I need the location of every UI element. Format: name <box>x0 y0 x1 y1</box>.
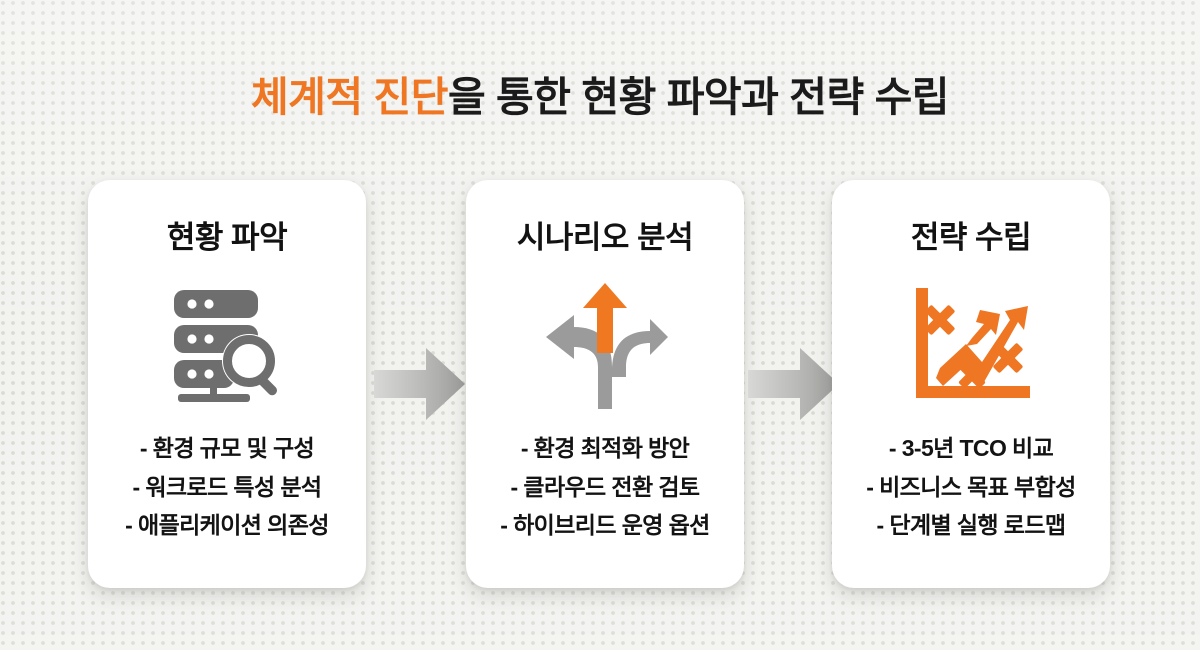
three-way-arrow-icon <box>466 280 744 410</box>
growth-chart-icon <box>832 280 1110 410</box>
page-title-accent: 체계적 진단 <box>250 74 449 120</box>
list-item: - 단계별 실행 로드맵 <box>876 512 1067 539</box>
card-strategy-planning[interactable]: 전략 수립 <box>832 180 1110 588</box>
server-search-icon <box>88 280 366 410</box>
arrow-right-icon <box>374 345 466 423</box>
page-title: 체계적 진단을 통한 현황 파악과 전략 수립 <box>0 74 1200 121</box>
list-item: - 환경 규모 및 구성 <box>139 435 315 461</box>
list-item: - 비즈니스 목표 부합성 <box>866 473 1076 500</box>
page-title-rest: 을 통한 현황 파악과 전략 수립 <box>447 74 950 120</box>
card-title: 전략 수립 <box>910 220 1032 255</box>
list-item: - 클라우드 전환 검토 <box>510 473 701 500</box>
card-bullet-list: - 3-5년 TCO 비교 - 비즈니스 목표 부합성 - 단계별 실행 로드맵 <box>832 432 1110 542</box>
card-title: 현황 파악 <box>166 220 288 255</box>
list-item: - 환경 최적화 방안 <box>520 435 690 461</box>
list-item: - 하이브리드 운영 옵션 <box>500 512 710 539</box>
arrow-right-icon <box>748 345 840 423</box>
card-current-state[interactable]: 현황 파악 <box>88 180 366 588</box>
card-title: 시나리오 분석 <box>516 220 694 255</box>
list-item: - 3-5년 TCO 비교 <box>888 435 1054 461</box>
card-scenario-analysis[interactable]: 시나리오 분석 - 환경 최적화 방안 - 클라우드 전환 검토 - 하이브리드… <box>466 180 744 588</box>
card-bullet-list: - 환경 규모 및 구성 - 워크로드 특성 분석 - 애플리케이션 의존성 <box>88 432 366 542</box>
list-item: - 워크로드 특성 분석 <box>132 473 323 500</box>
card-bullet-list: - 환경 최적화 방안 - 클라우드 전환 검토 - 하이브리드 운영 옵션 <box>466 432 744 542</box>
list-item: - 애플리케이션 의존성 <box>125 512 329 539</box>
